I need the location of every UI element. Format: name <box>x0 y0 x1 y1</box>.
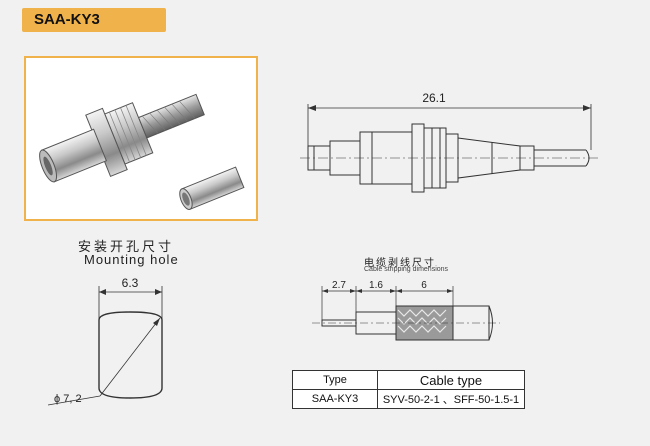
connector-illustration <box>39 93 245 210</box>
page-title: SAA-KY3 <box>34 11 100 28</box>
product-photo <box>24 56 258 221</box>
cable-type-cell: SYV-50-2-1 、SFF-50-1.5-1 <box>377 389 525 409</box>
mounting-hole-title-en: Mounting hole <box>84 252 179 267</box>
overall-length-label: 26.1 <box>422 91 446 105</box>
mounting-hole-drawing <box>47 286 163 406</box>
cable-stripping-title-cn: 电缆剥线尺寸 <box>364 258 436 269</box>
mounting-width-label: 6.3 <box>122 276 139 290</box>
cable-type-header: Cable type <box>377 370 525 390</box>
strip-dim-3-label: 6 <box>421 280 427 291</box>
cable-stripping-drawing <box>312 286 500 341</box>
type-cell: SAA-KY3 <box>292 389 378 409</box>
strip-dim-2-label: 1.6 <box>369 280 383 291</box>
strip-dim-1-label: 2.7 <box>332 280 346 291</box>
mounting-hole-title-cn: 安装开孔尺寸 <box>78 239 175 254</box>
spec-table: Type Cable type SAA-KY3 SYV-50-2-1 、SFF-… <box>292 370 525 409</box>
title-bar: SAA-KY3 <box>22 8 166 32</box>
mounting-diameter-label: ϕ 7, 2 <box>54 393 82 405</box>
type-header: Type <box>292 370 378 390</box>
side-view-drawing <box>300 104 600 193</box>
table-row: SAA-KY3 SYV-50-2-1 、SFF-50-1.5-1 <box>292 389 525 409</box>
spec-table-header-row: Type Cable type <box>292 370 525 390</box>
cable-stripping-title-en: Cable stripping dimensions <box>364 266 449 273</box>
